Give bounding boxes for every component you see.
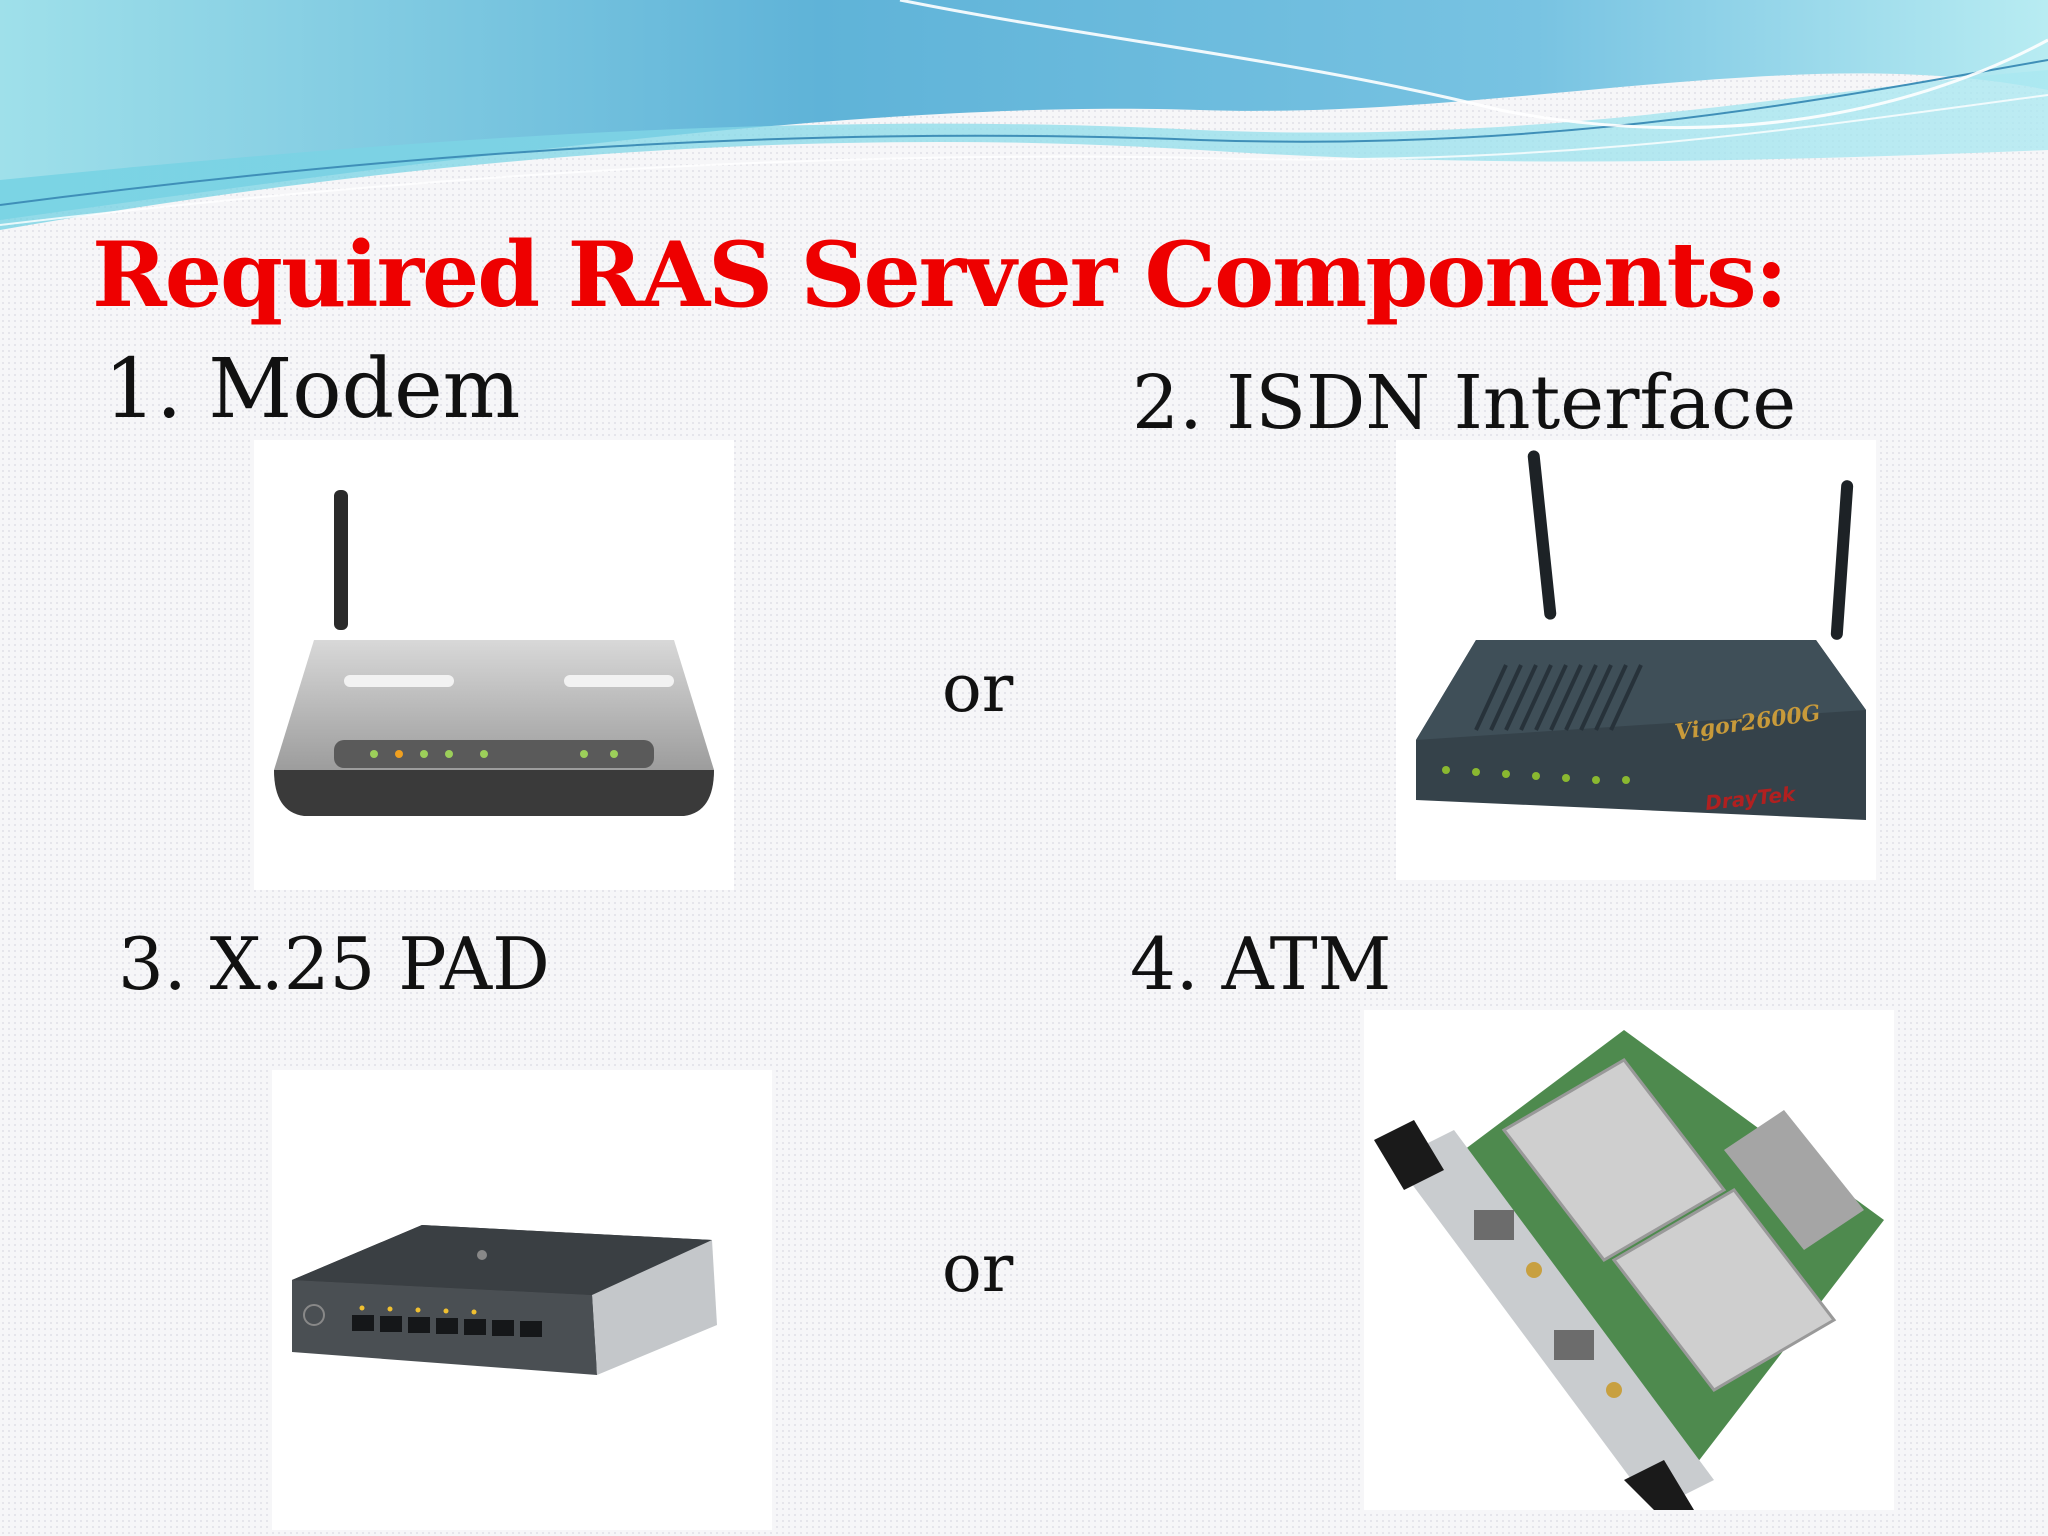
item-label-modem: 1. Modem [104, 342, 521, 437]
modem-router-icon [274, 490, 714, 816]
atm-card-photo [1364, 1010, 1894, 1510]
item-label-isdn-interface: 2. ISDN Interface [1132, 360, 1797, 446]
item-label-x25-pad: 3. X.25 PAD [118, 922, 550, 1006]
or-separator-bottom: or [942, 1230, 1014, 1307]
atm-card-icon [1374, 1030, 1884, 1510]
slide-title: Required RAS Server Components: [92, 222, 1788, 328]
modem-router-photo [254, 440, 734, 890]
x25-pad-icon [292, 1225, 717, 1375]
header-wave-decoration [0, 0, 2048, 230]
item-label-atm: 4. ATM [1130, 922, 1392, 1006]
isdn-router-photo: Vigor2600G DrayTek [1396, 440, 1876, 880]
or-separator-top: or [942, 650, 1014, 727]
isdn-router-icon: Vigor2600G DrayTek [1416, 450, 1866, 820]
x25-pad-photo [272, 1070, 772, 1530]
